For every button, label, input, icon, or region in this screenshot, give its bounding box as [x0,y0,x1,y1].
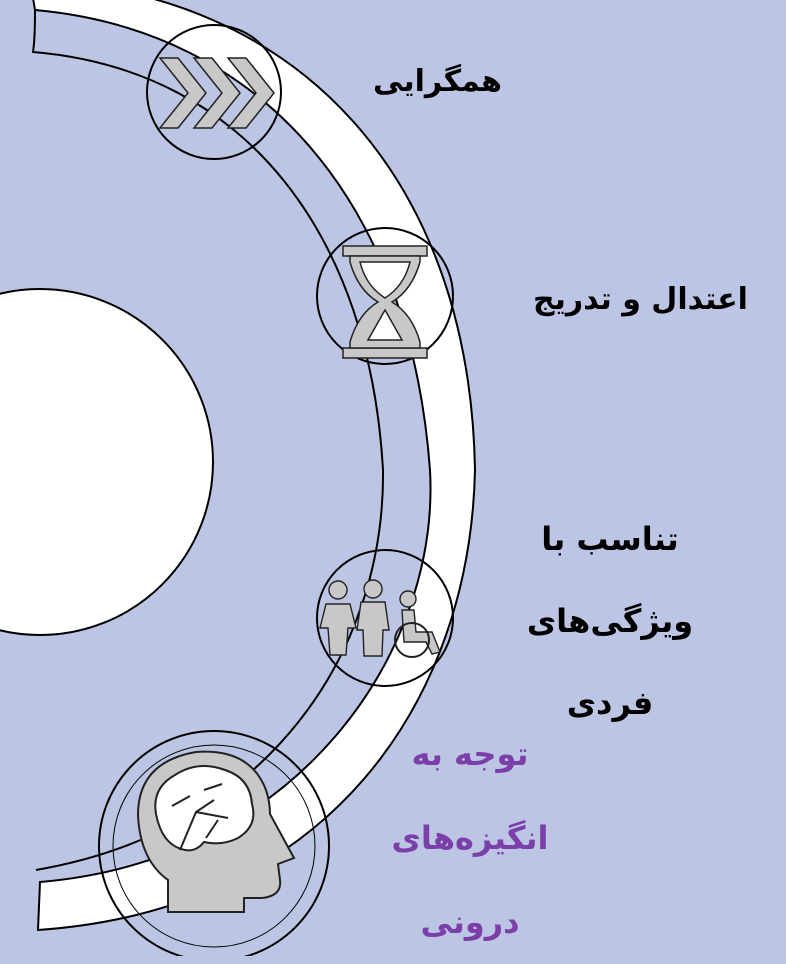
step-1-label-line-1: همگرایی [373,64,502,99]
step-4-label-line-3: درونی [420,903,520,941]
step-3-label: تناسب با ویژگی‌های فردی [495,498,725,744]
step-3-node [316,549,454,687]
step-1-node [146,24,282,160]
step-3-label-line-3: فردی [566,684,654,722]
step-2-node [316,227,454,365]
people-icon [319,579,441,658]
brain-head-icon [136,750,296,913]
step-1-label: همگرایی [350,58,525,106]
step-3-label-line-1: تناسب با [541,520,679,558]
hourglass-icon [342,245,428,359]
step-4-label-line-2: انگیزه‌های [391,819,549,857]
step-4-label-line-1: توجه به [411,735,529,773]
step-3-label-line-2: ویژگی‌های [526,602,694,640]
chevrons-icon [158,57,275,129]
step-2-label: اعتدال و تدریج [498,276,783,324]
step-4-label: توجه به انگیزه‌های درونی [355,712,585,964]
step-2-label-line-1: اعتدال و تدریج [533,282,748,317]
central-circle [0,288,214,636]
step-4-node [98,730,330,956]
